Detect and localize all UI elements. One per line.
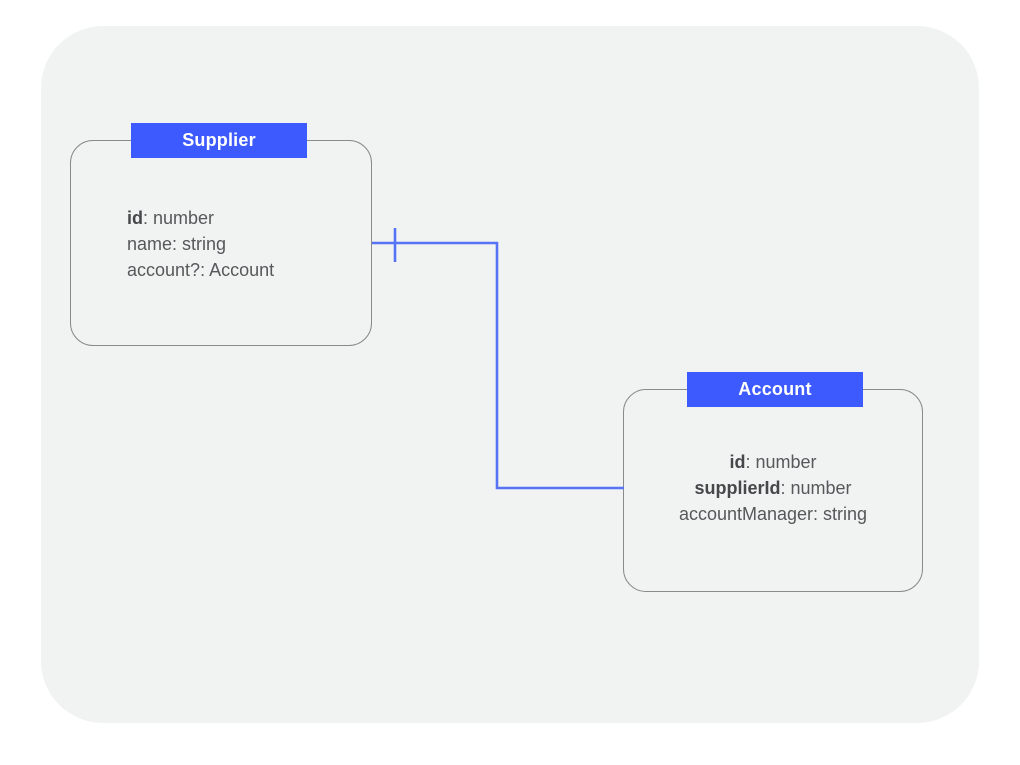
- field-name: supplierId: [694, 478, 781, 498]
- field-separator: :: [200, 260, 210, 280]
- field-separator: :: [745, 452, 756, 472]
- field-name: id: [127, 208, 143, 228]
- field-type: number: [153, 208, 215, 228]
- field-name: id: [729, 452, 746, 472]
- field-name: account?: [127, 260, 201, 280]
- entity-supplier-title[interactable]: Supplier: [131, 123, 307, 158]
- field-name: name: [127, 234, 173, 254]
- field-row: account?: Account: [127, 257, 274, 283]
- field-separator: :: [143, 208, 154, 228]
- field-row: id: number: [623, 449, 923, 475]
- field-type: string: [823, 504, 868, 524]
- field-type: string: [182, 234, 227, 254]
- entity-account-fields: id: number supplierId: number accountMan…: [623, 449, 923, 527]
- field-type: number: [790, 478, 852, 498]
- entity-account-title[interactable]: Account: [687, 372, 863, 407]
- field-row: name: string: [127, 231, 274, 257]
- entity-supplier-fields: id: number name: string account?: Accoun…: [127, 205, 274, 283]
- field-separator: :: [172, 234, 183, 254]
- field-type: number: [755, 452, 817, 472]
- field-name: accountManager: [678, 504, 814, 524]
- field-separator: :: [780, 478, 791, 498]
- field-row: id: number: [127, 205, 274, 231]
- field-row: accountManager: string: [623, 501, 923, 527]
- field-separator: :: [813, 504, 824, 524]
- field-row: supplierId: number: [623, 475, 923, 501]
- field-type: Account: [209, 260, 275, 280]
